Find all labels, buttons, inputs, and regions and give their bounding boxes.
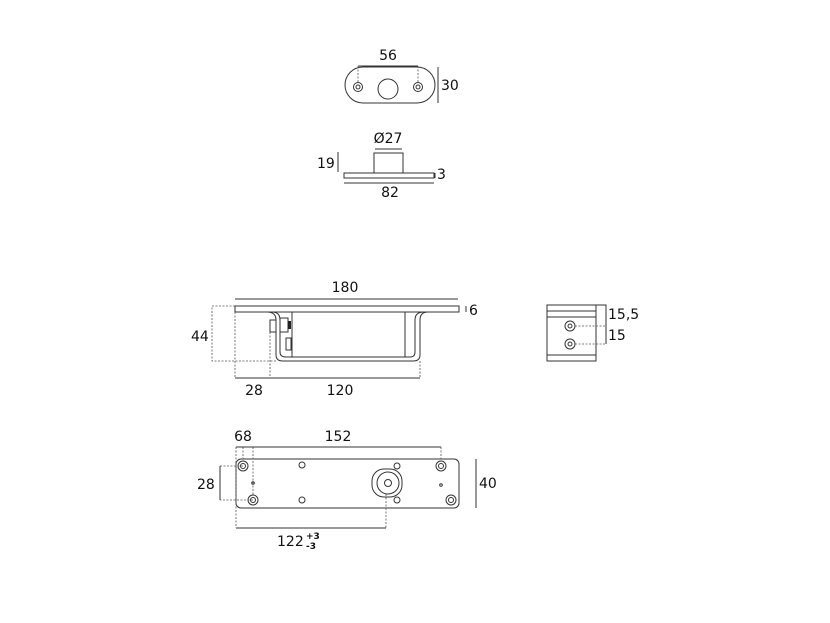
dim-40: 40 [479,476,497,492]
dim-3: 3 [437,167,446,183]
mounting-holes [237,460,457,506]
tolerance-minus: -3 [306,542,316,552]
dim-28: 28 [245,383,263,399]
strike-plate-side-view: Ø27 19 3 82 [317,131,446,201]
dim-15-5: 15,5 [608,307,639,323]
dim-15: 15 [608,328,626,344]
dim-82: 82 [381,185,399,201]
dim-28-holes: 28 [197,477,215,493]
dim-122: 122 [277,534,304,550]
dim-56: 56 [379,48,397,64]
tolerance-plus: +3 [306,532,320,542]
dim-30: 30 [441,78,459,94]
lock-body-end-view: 15,5 15 [546,304,639,362]
dim-44: 44 [191,329,209,345]
dim-152: 152 [325,429,352,445]
lock-body-front-view: 180 6 44 28 120 [191,280,478,399]
dim-19: 19 [317,156,335,172]
lock-body-bottom-view: 68 152 28 40 122 +3 -3 [197,429,497,552]
strike-plate-top-view: 56 30 [344,48,459,104]
dim-120: 120 [327,383,354,399]
dim-diameter-27: Ø27 [374,131,403,147]
dim-180: 180 [332,280,359,296]
dim-6: 6 [469,303,478,319]
dim-68: 68 [234,429,252,445]
